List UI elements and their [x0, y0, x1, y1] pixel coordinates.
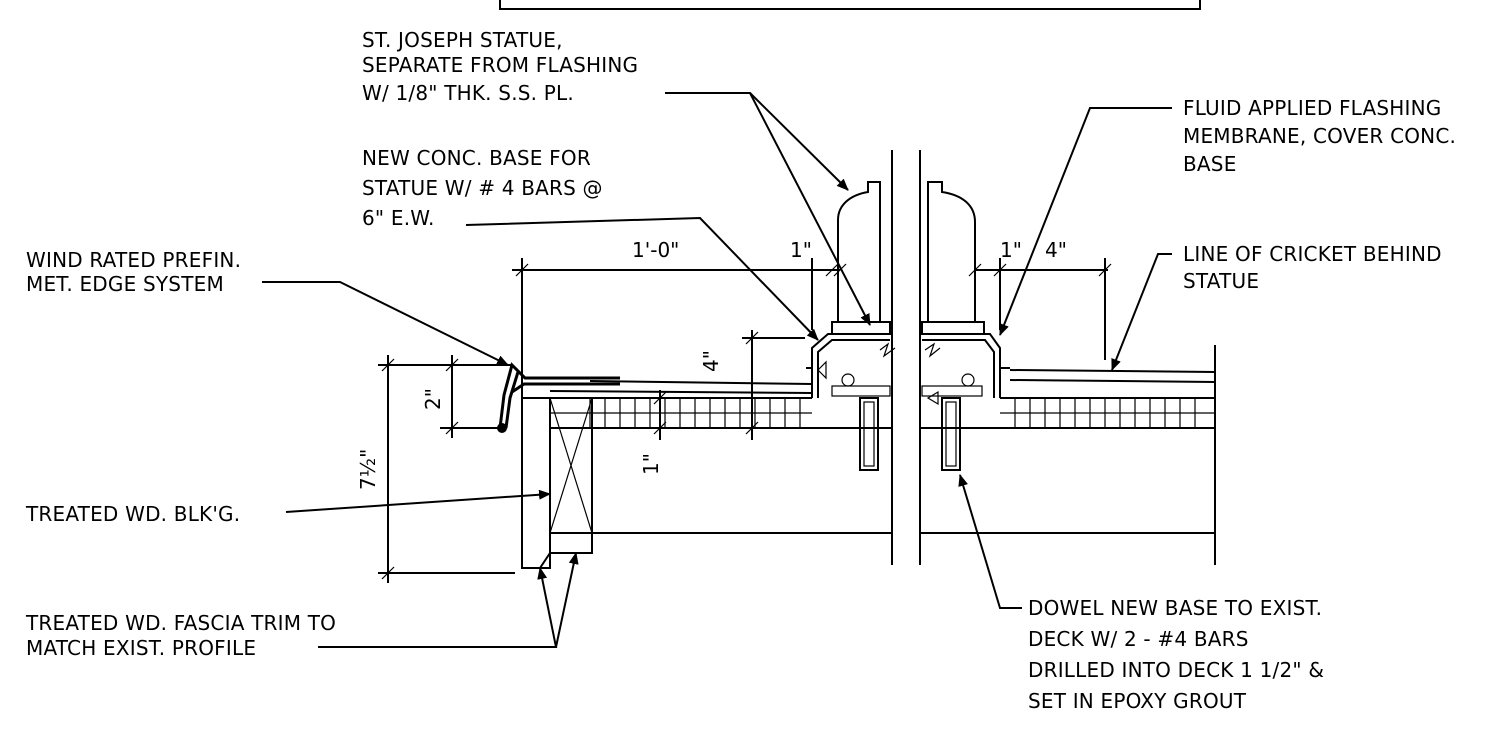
note-statue-line-3: W/ 1/8" THK. S.S. PL.	[362, 81, 574, 105]
dimension-labels: 1'-0" 1" 1" 4" 4" 2" 7½" 1"	[356, 238, 1067, 490]
note-fascia-line-2: MATCH EXIST. PROFILE	[26, 636, 256, 660]
dimension-lines	[378, 258, 1112, 583]
dim-right-ext: 4"	[1045, 238, 1067, 262]
title-box-fragment	[499, 0, 1201, 10]
note-statue: ST. JOSEPH STATUE, SEPARATE FROM FLASHIN…	[362, 28, 638, 105]
dim-gap-right: 1"	[1000, 238, 1022, 262]
note-blocking-line-1: TREATED WD. BLK'G.	[25, 502, 240, 526]
note-flashing-line-1: FLUID APPLIED FLASHING	[1183, 96, 1441, 120]
note-conc-base: NEW CONC. BASE FOR STATUE W/ # 4 BARS @ …	[362, 146, 603, 230]
note-flashing: FLUID APPLIED FLASHING MEMBRANE, COVER C…	[1183, 96, 1456, 176]
roof-assembly-right	[920, 345, 1216, 565]
roof-assembly-left	[549, 380, 892, 534]
leaders	[262, 92, 1172, 648]
note-statue-line-2: SEPARATE FROM FLASHING	[362, 53, 638, 77]
note-edge-system: WIND RATED PREFIN. MET. EDGE SYSTEM	[26, 248, 241, 296]
note-fascia: TREATED WD. FASCIA TRIM TO MATCH EXIST. …	[25, 611, 336, 660]
concrete-base	[806, 333, 1010, 471]
dim-width-base: 1'-0"	[632, 238, 679, 262]
note-conc-base-line-1: NEW CONC. BASE FOR	[362, 146, 591, 170]
note-dowel-line-1: DOWEL NEW BASE TO EXIST.	[1028, 596, 1322, 620]
dim-gap-left: 1"	[790, 238, 812, 262]
statue	[831, 181, 985, 335]
note-edge-system-line-2: MET. EDGE SYSTEM	[26, 272, 224, 296]
note-dowel-line-3: DRILLED INTO DECK 1 1/2" &	[1028, 658, 1324, 682]
note-edge-system-line-1: WIND RATED PREFIN.	[26, 248, 241, 272]
note-dowel-line-4: SET IN EPOXY GROUT	[1028, 689, 1247, 713]
dim-edge-height: 2"	[421, 388, 445, 410]
dim-curb-height: 4"	[699, 350, 723, 372]
dim-insulation: 1"	[639, 453, 663, 475]
note-dowel: DOWEL NEW BASE TO EXIST. DECK W/ 2 - #4 …	[1028, 596, 1324, 713]
note-cricket-line-1: LINE OF CRICKET BEHIND	[1183, 242, 1442, 266]
note-fascia-line-1: TREATED WD. FASCIA TRIM TO	[25, 611, 336, 635]
note-dowel-line-2: DECK W/ 2 - #4 BARS	[1028, 627, 1249, 651]
note-conc-base-line-3: 6" E.W.	[362, 206, 435, 230]
note-cricket-line-2: STATUE	[1183, 269, 1259, 293]
dim-fascia-height: 7½"	[356, 449, 380, 490]
fascia-blocking	[521, 397, 593, 569]
note-cricket: LINE OF CRICKET BEHIND STATUE	[1183, 242, 1442, 293]
note-blocking: TREATED WD. BLK'G.	[25, 502, 240, 526]
note-flashing-line-2: MEMBRANE, COVER CONC.	[1183, 124, 1456, 148]
note-statue-line-1: ST. JOSEPH STATUE,	[362, 28, 563, 52]
note-flashing-line-3: BASE	[1183, 152, 1237, 176]
note-conc-base-line-2: STATUE W/ # 4 BARS @	[362, 176, 603, 200]
break-lines	[879, 150, 941, 565]
